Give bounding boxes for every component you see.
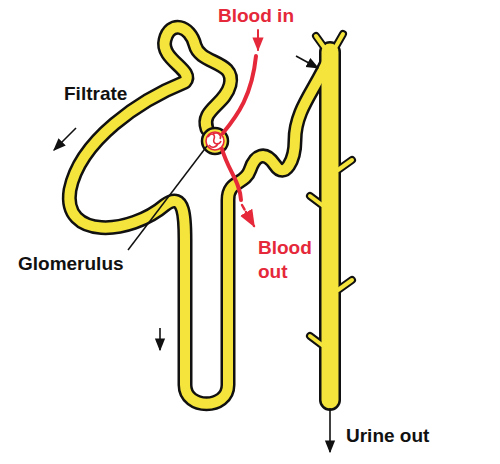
vessel-label: Blood in: [218, 4, 294, 28]
flow-label: Filtrate: [64, 82, 127, 106]
flow-label: Urine out: [346, 424, 429, 448]
part-label: Glomerulus: [18, 252, 124, 276]
leader-line: [128, 146, 207, 250]
blood-vessels: [222, 30, 258, 226]
vessel-label: Blood out: [258, 236, 312, 284]
